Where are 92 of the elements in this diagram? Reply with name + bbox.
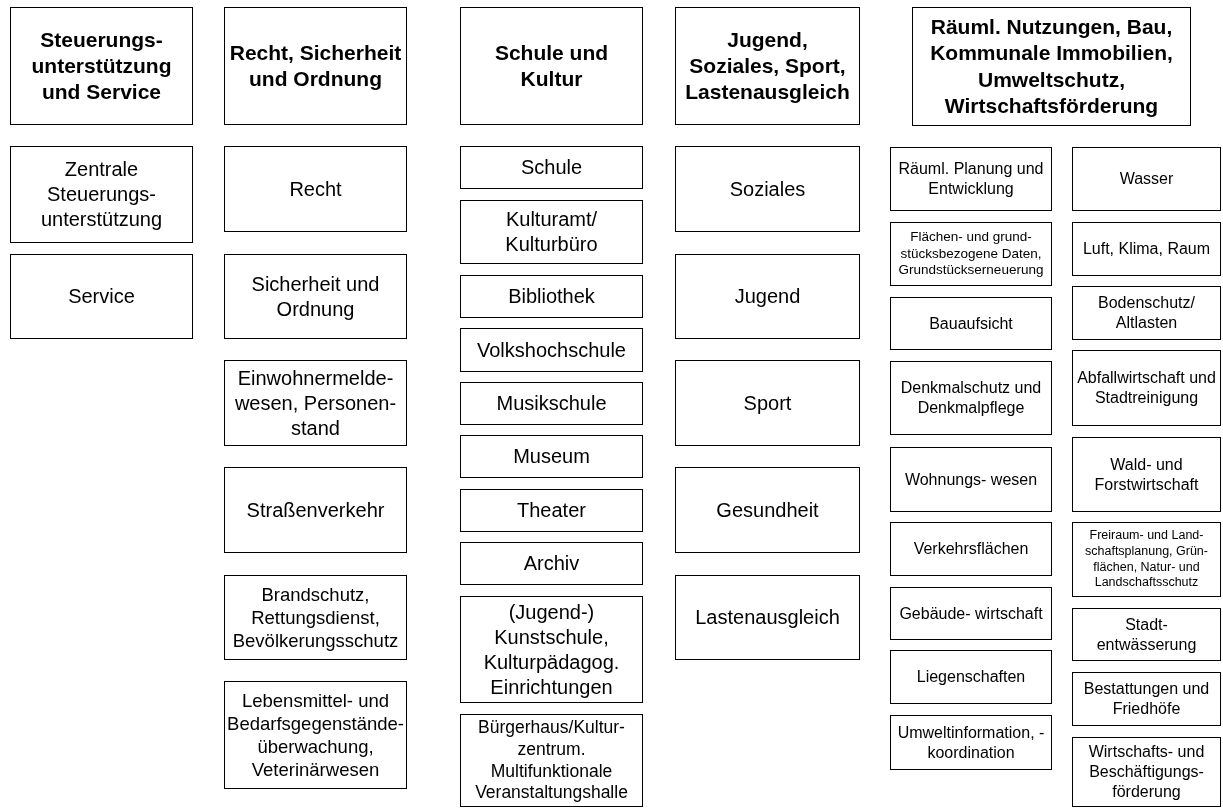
- unit-label: Luft, Klima, Raum: [1082, 239, 1211, 259]
- unit-label: Gesundheit: [716, 497, 819, 523]
- unit-label: Liegenschaften: [916, 667, 1026, 687]
- unit-label: Umweltinformation, -koordination: [896, 722, 1046, 763]
- unit-box: [1072, 672, 1221, 726]
- unit-box: [1072, 522, 1221, 597]
- unit-label: Service: [68, 284, 135, 309]
- unit-label: Archiv: [523, 551, 580, 576]
- column-heading: Räuml. Nutzungen, Bau, Kommunale Immobilien, Umweltschutz, Wirtschaftsförderung: [929, 14, 1174, 119]
- column-heading: Recht, Sicherheit und Ordnung: [229, 39, 402, 92]
- unit-box: [460, 328, 643, 372]
- unit-label: Räuml. Planung und Entwicklung: [897, 159, 1045, 199]
- unit-box: [675, 467, 860, 553]
- unit-box: [890, 297, 1052, 350]
- unit-label: Musikschule: [496, 391, 607, 416]
- unit-label: Gebäude- wirtschaft: [899, 603, 1043, 624]
- unit-label: Straßenverkehr: [246, 497, 385, 523]
- unit-label: Volkshochschule: [477, 337, 626, 363]
- unit-box: [1072, 350, 1221, 426]
- unit-label: Wohnungs- wesen: [904, 469, 1038, 490]
- header-box: [460, 7, 643, 125]
- unit-box: [890, 361, 1052, 435]
- unit-label: Flächen- und grund- stücksbezogene Daten, Grundstückserneuerung: [897, 228, 1045, 280]
- unit-label: Lebensmittel- und Bedarfsgegenstände- überwachung, Veterinärwesen: [227, 688, 404, 782]
- unit-label: Sicherheit und Ordnung: [250, 271, 381, 322]
- unit-label: Bibliothek: [508, 284, 595, 309]
- unit-label: (Jugend-) Kunstschule, Kulturpädagog. Einrichtungen: [482, 599, 621, 700]
- unit-label: Recht: [289, 176, 342, 202]
- unit-label: Bodenschutz/ Altlasten: [1097, 293, 1196, 333]
- unit-box: [890, 650, 1052, 704]
- unit-box: [675, 575, 860, 660]
- unit-label: Zentrale Steuerungs- unterstützung: [39, 157, 164, 232]
- unit-label: Bauaufsicht: [929, 313, 1013, 334]
- unit-box: [890, 447, 1052, 512]
- unit-box: [460, 275, 643, 318]
- unit-label: Einwohnermelde- wesen, Personen- stand: [233, 365, 398, 441]
- unit-label: Abfallwirtschaft und Stadtreinigung: [1077, 368, 1216, 408]
- unit-label: Bürgerhaus/Kultur- zentrum. Multifunktionale Veranstaltungshalle: [474, 716, 629, 805]
- unit-label: Stadt- entwässerung: [1095, 614, 1198, 655]
- unit-box: [1072, 286, 1221, 340]
- unit-box: [10, 254, 193, 339]
- unit-box: [460, 382, 643, 425]
- unit-label: Brandschutz, Rettungsdienst, Bevölkerungsschutz: [231, 582, 400, 653]
- unit-box: [1072, 737, 1221, 807]
- unit-box: [890, 147, 1052, 211]
- unit-label: Wald- und Forstwirtschaft: [1093, 454, 1200, 495]
- unit-box: [1072, 147, 1221, 211]
- unit-label: Bestattungen und Friedhöfe: [1082, 679, 1211, 719]
- unit-box: [890, 587, 1052, 640]
- unit-label: Museum: [513, 444, 590, 469]
- unit-label: Soziales: [729, 176, 806, 202]
- unit-box: [224, 575, 407, 660]
- unit-label: Denkmalschutz und Denkmalpflege: [899, 378, 1043, 418]
- unit-box: [1072, 437, 1221, 512]
- unit-box: [224, 146, 407, 232]
- column-heading: Schule und Kultur: [493, 39, 610, 92]
- column-heading: Jugend, Soziales, Sport, Lastenausgleich: [684, 26, 851, 106]
- unit-label: Wasser: [1119, 169, 1174, 189]
- unit-label: Verkehrsflächen: [913, 539, 1029, 559]
- unit-label: Theater: [517, 498, 586, 523]
- unit-label: Sport: [743, 390, 792, 416]
- unit-box: [1072, 608, 1221, 661]
- unit-label: Wirtschafts- und Beschäftigungs- förderung: [1087, 742, 1206, 802]
- header-box: [224, 7, 407, 125]
- unit-box: [460, 435, 643, 478]
- header-box: [10, 7, 193, 125]
- unit-box: [224, 254, 407, 339]
- unit-box: [460, 489, 643, 532]
- unit-box: [460, 596, 643, 703]
- unit-box: [460, 542, 643, 585]
- unit-box: [675, 254, 860, 339]
- unit-box: [1072, 222, 1221, 276]
- unit-box: [224, 681, 407, 789]
- column-heading: Steuerungs- unterstützung und Service: [30, 26, 173, 106]
- unit-box: [460, 146, 643, 189]
- unit-box: [224, 360, 407, 446]
- unit-label: Freiraum- und Land- schaftsplanung, Grün- flächen, Natur- und Landschaftsschutz: [1084, 528, 1209, 591]
- unit-label: Lastenausgleich: [695, 605, 840, 630]
- unit-label: Jugend: [734, 284, 801, 309]
- unit-label: Schule: [520, 155, 583, 180]
- unit-box: [10, 146, 193, 243]
- unit-box: [890, 222, 1052, 286]
- unit-box: [224, 467, 407, 553]
- header-box: [912, 7, 1191, 126]
- unit-box: [890, 715, 1052, 770]
- unit-label: Kulturamt/ Kulturbüro: [504, 207, 599, 257]
- unit-box: [460, 200, 643, 264]
- unit-box: [675, 146, 860, 232]
- unit-box: [460, 714, 643, 807]
- unit-box: [675, 360, 860, 446]
- unit-box: [890, 522, 1052, 576]
- header-box: [675, 7, 860, 125]
